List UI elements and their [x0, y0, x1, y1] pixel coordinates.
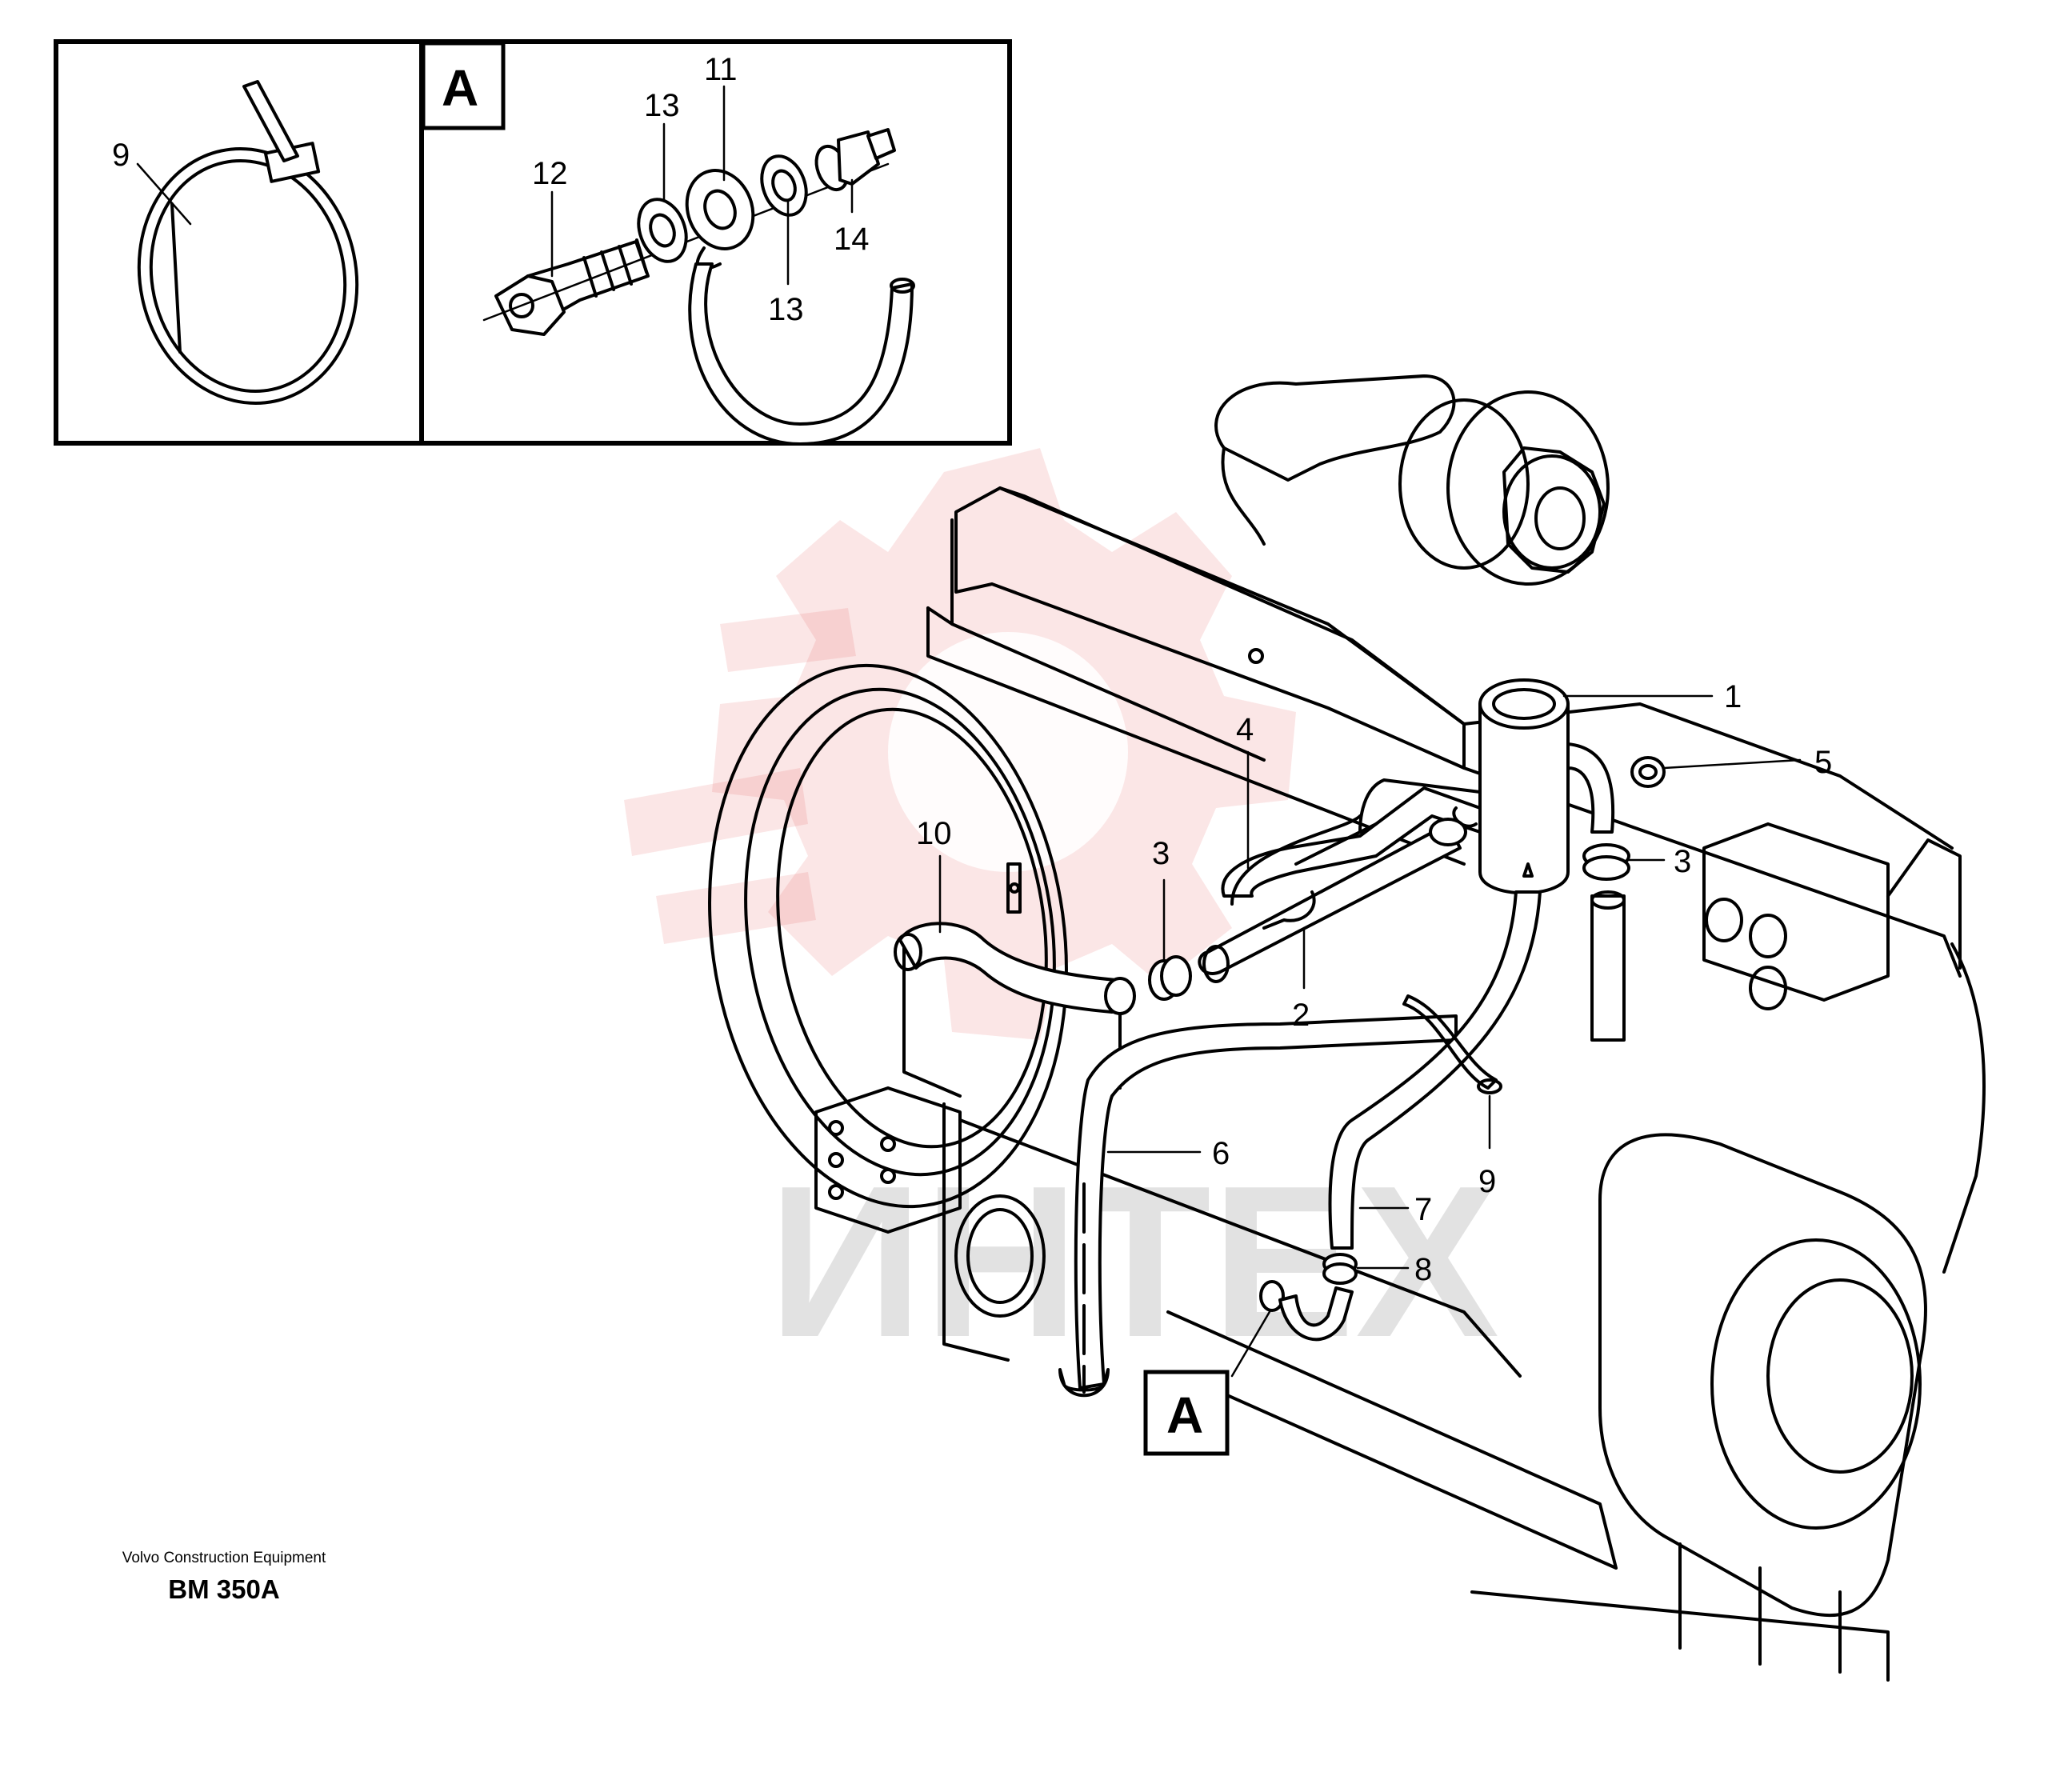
- callout-10: 10: [916, 816, 952, 851]
- watermark-text: ИНТЕХ: [768, 1142, 1500, 1382]
- callout-8: 8: [1414, 1252, 1432, 1287]
- callout-3-right: 3: [1674, 844, 1691, 879]
- footer: Volvo Construction Equipment BM 350A: [96, 1548, 352, 1605]
- breather-assembly: [894, 678, 1666, 1398]
- manufacturer-name: Volvo Construction Equipment: [122, 1550, 326, 1566]
- callout-12: 12: [532, 156, 568, 191]
- detail-a-letter: A: [1166, 1386, 1203, 1444]
- watermark-logo: [624, 448, 1296, 1040]
- callout-4: 4: [1236, 712, 1254, 747]
- callout-5: 5: [1814, 745, 1832, 780]
- cable-tie-illustration: [137, 80, 359, 406]
- banjo-fitting-illustration: [482, 128, 915, 446]
- diagram-code: BM 350A: [168, 1574, 280, 1604]
- inset-frame: [54, 39, 1012, 446]
- callout-7: 7: [1414, 1192, 1432, 1227]
- callout-9-main: 9: [1478, 1164, 1496, 1199]
- engine-block: [708, 374, 1986, 1682]
- callout-6: 6: [1212, 1136, 1230, 1171]
- callout-3-left: 3: [1152, 836, 1170, 871]
- detail-a-label-box: [1143, 1370, 1230, 1456]
- inset-a-label-box: [421, 41, 506, 130]
- inset-a-letter: A: [442, 59, 478, 117]
- callout-11: 11: [704, 52, 738, 87]
- leader-9-inset: [136, 162, 192, 226]
- callout-1: 1: [1724, 679, 1742, 714]
- callout-9-inset: 9: [112, 138, 130, 173]
- callout-13-top: 13: [644, 88, 680, 123]
- callout-2: 2: [1292, 998, 1310, 1033]
- callout-13-bottom: 13: [768, 292, 804, 327]
- leader-5: [1662, 758, 1802, 770]
- callout-14: 14: [834, 222, 870, 257]
- leader-detail-a: [1230, 1309, 1272, 1378]
